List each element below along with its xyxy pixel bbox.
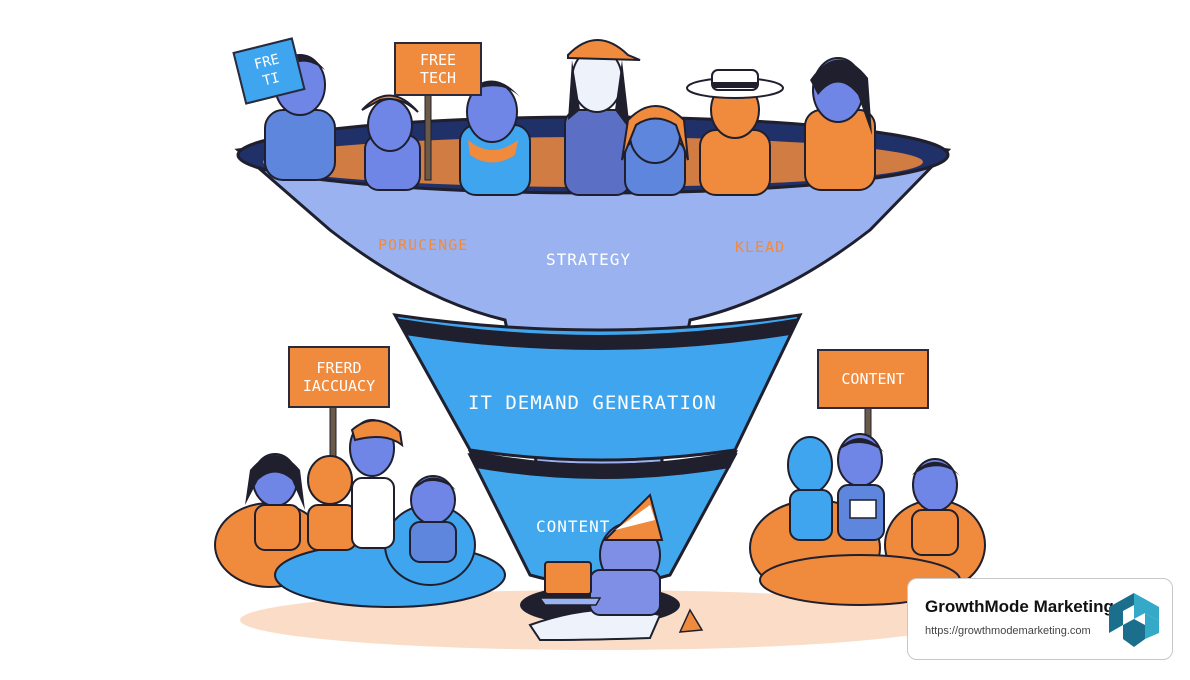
left-group xyxy=(214,419,506,608)
brand-url: https://growthmodemarketing.com xyxy=(925,625,1091,637)
right-group xyxy=(749,433,986,606)
top-crowd xyxy=(264,39,876,196)
brand-name: GrowthMode Marketing xyxy=(925,597,1114,616)
funnel-label-content: CONTENT xyxy=(536,517,611,536)
funnel-label-top-right: KLEAD xyxy=(735,238,786,256)
funnel-label-top-left: PORUCENGE xyxy=(378,236,469,254)
funnel-label-strategy: STRATEGY xyxy=(546,250,632,269)
sign-pole-top xyxy=(424,94,432,181)
laptop-person xyxy=(528,493,704,642)
brand-card: GrowthMode Marketing https://growthmodem… xyxy=(907,578,1173,660)
growthmode-logo-icon xyxy=(1109,593,1159,647)
funnel-label-demand-generation: IT DEMAND GENERATION xyxy=(468,392,717,414)
sign-content-right: CONTENT xyxy=(817,349,929,409)
sign-free-tech: FREE TECH xyxy=(394,42,482,96)
sign-left-group: FRERD IACCUACY xyxy=(288,346,390,408)
